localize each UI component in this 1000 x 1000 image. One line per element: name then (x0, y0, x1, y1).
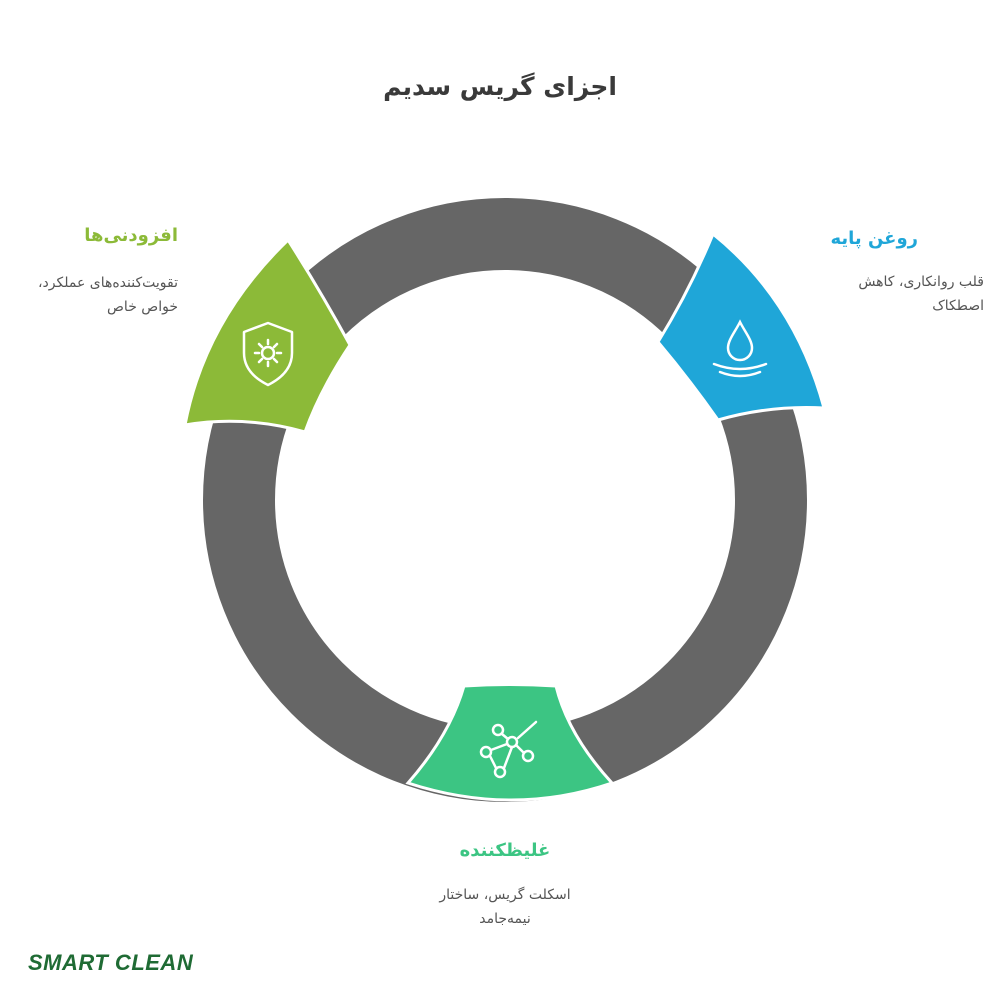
label-thickener-title: غلیظکننده (459, 840, 551, 861)
smart-clean-logo: SMART CLEAN (28, 950, 194, 975)
page-title: اجزای گریس سدیم (383, 72, 617, 101)
segment-additives (183, 237, 352, 434)
label-thickener-description: اسکلت گریس، ساختار نیمه‌جامد (439, 887, 571, 927)
water-drop-icon (712, 319, 768, 378)
segment-base-oil-shape (656, 231, 826, 422)
segment-base-oil (656, 231, 826, 422)
label-additives-description: تقویت‌کننده‌های عملکرد، خواص خاص (38, 275, 178, 315)
label-base-oil-description: قلب روانکاری، کاهش اصطکاک (858, 274, 984, 314)
segment-additives-shape (183, 237, 352, 434)
segment-thickener-shape (405, 683, 615, 802)
shield-gear-icon (242, 321, 294, 387)
label-additives-title: افزودنی‌ها (84, 225, 178, 246)
segment-thickener (405, 683, 615, 802)
molecule-structure-icon (479, 720, 538, 779)
label-base-oil-title: روغن پایه (830, 228, 918, 249)
